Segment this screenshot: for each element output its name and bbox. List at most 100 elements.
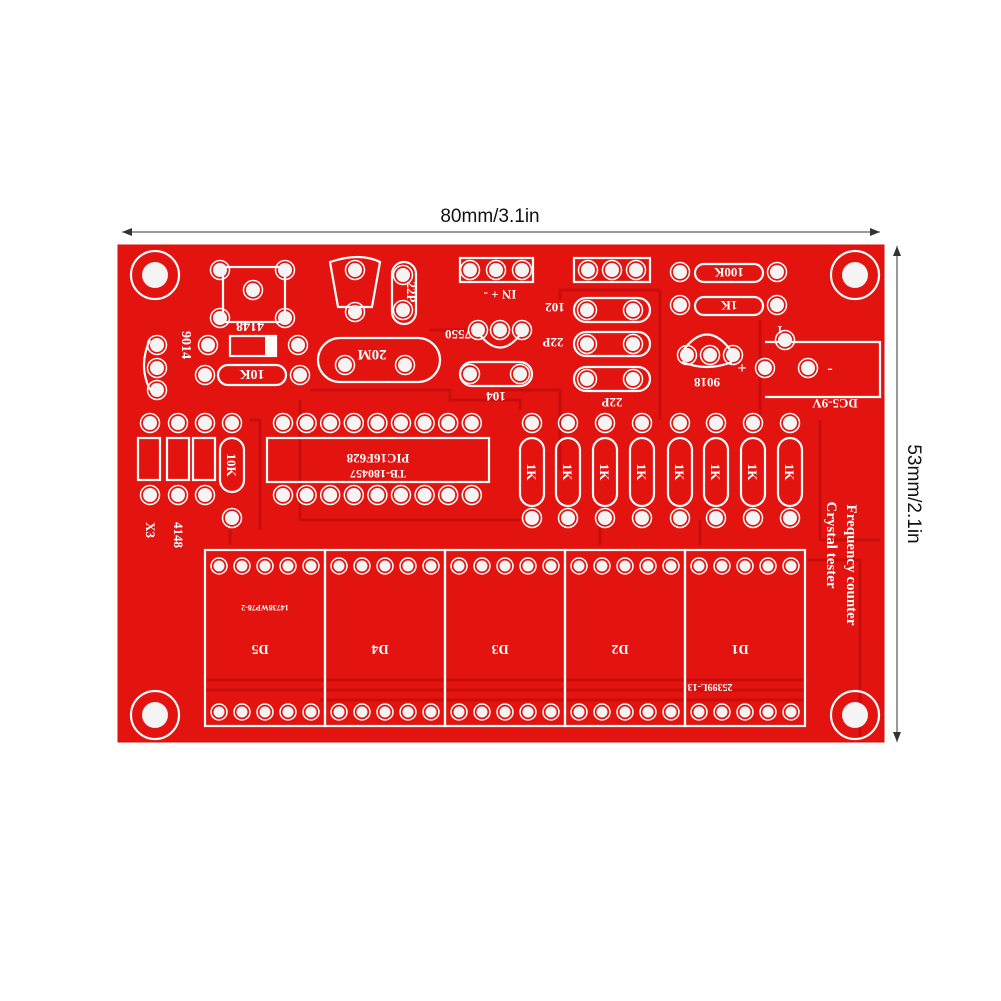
pad bbox=[616, 703, 634, 721]
resistor-outline bbox=[776, 436, 804, 508]
through-hole bbox=[596, 560, 608, 572]
pad bbox=[459, 363, 481, 385]
through-hole bbox=[778, 333, 792, 347]
through-hole bbox=[323, 488, 338, 502]
pad bbox=[521, 507, 543, 529]
cap-22p-b-outline bbox=[572, 365, 652, 393]
through-hole bbox=[417, 416, 432, 430]
pad bbox=[690, 703, 708, 721]
through-hole bbox=[293, 368, 307, 382]
resistor-label: 1K bbox=[745, 464, 760, 482]
pad bbox=[272, 412, 294, 434]
through-hole bbox=[522, 706, 534, 718]
diode-outline bbox=[228, 334, 278, 358]
through-hole bbox=[356, 560, 368, 572]
through-hole bbox=[282, 706, 294, 718]
through-hole bbox=[673, 416, 687, 430]
through-hole bbox=[441, 416, 456, 430]
pad bbox=[742, 507, 764, 529]
label-cap-22p-a: 22P bbox=[542, 335, 563, 350]
pad bbox=[256, 557, 274, 575]
pad bbox=[593, 557, 611, 575]
through-hole bbox=[476, 560, 488, 572]
pad bbox=[797, 357, 819, 379]
label-display-code-left: 14738WP78-2 bbox=[241, 603, 289, 612]
pad bbox=[576, 299, 598, 321]
label-display-code-right: 25399L-13 bbox=[688, 681, 733, 692]
pad bbox=[766, 294, 788, 316]
pad bbox=[242, 279, 264, 301]
through-hole bbox=[348, 263, 362, 277]
ic-outline bbox=[265, 436, 491, 484]
through-hole bbox=[770, 298, 784, 312]
label-power-minus: - bbox=[827, 360, 832, 377]
through-hole bbox=[783, 416, 797, 430]
through-hole bbox=[201, 338, 215, 352]
through-hole bbox=[626, 303, 640, 317]
width-label: 80mm/3.1in bbox=[440, 206, 539, 227]
through-hole bbox=[198, 416, 212, 430]
resistor-outline bbox=[518, 436, 546, 508]
pad bbox=[690, 557, 708, 575]
pad bbox=[146, 334, 168, 356]
through-hole bbox=[635, 416, 649, 430]
pad bbox=[319, 484, 341, 506]
through-hole bbox=[213, 263, 227, 277]
pad bbox=[736, 557, 754, 575]
through-hole bbox=[379, 560, 391, 572]
pad bbox=[625, 259, 647, 281]
through-hole bbox=[693, 560, 705, 572]
pad bbox=[601, 259, 623, 281]
through-hole bbox=[425, 706, 437, 718]
pad bbox=[766, 261, 788, 283]
pad bbox=[722, 344, 744, 366]
label-cap-22p: 22P bbox=[404, 282, 419, 303]
pad bbox=[511, 319, 533, 341]
pad bbox=[557, 507, 579, 529]
pad bbox=[713, 557, 731, 575]
pad bbox=[146, 379, 168, 401]
through-hole bbox=[425, 560, 437, 572]
pad bbox=[485, 259, 507, 281]
through-hole bbox=[561, 511, 575, 525]
pad bbox=[542, 703, 560, 721]
pad bbox=[519, 703, 537, 721]
through-hole bbox=[673, 298, 687, 312]
mounting-hole bbox=[129, 249, 181, 301]
through-hole bbox=[259, 706, 271, 718]
through-hole bbox=[305, 560, 317, 572]
through-hole bbox=[665, 706, 677, 718]
pad bbox=[353, 703, 371, 721]
pad bbox=[459, 259, 481, 281]
through-hole bbox=[762, 560, 774, 572]
pad bbox=[274, 307, 296, 329]
pad bbox=[705, 507, 727, 529]
through-hole bbox=[545, 560, 557, 572]
pad bbox=[394, 354, 416, 376]
pad bbox=[594, 507, 616, 529]
pad bbox=[437, 412, 459, 434]
through-hole bbox=[515, 323, 529, 337]
through-hole bbox=[225, 511, 239, 525]
resistor-100k-outline bbox=[693, 262, 765, 284]
pad bbox=[422, 557, 440, 575]
pad bbox=[782, 557, 800, 575]
diode-outline bbox=[136, 436, 162, 482]
through-hole bbox=[198, 368, 212, 382]
display-label: D5 bbox=[251, 641, 268, 656]
pad bbox=[302, 557, 320, 575]
through-hole bbox=[396, 303, 410, 317]
through-hole bbox=[629, 263, 643, 277]
display-label: D3 bbox=[491, 641, 508, 656]
through-hole bbox=[150, 361, 164, 375]
pad bbox=[774, 329, 796, 351]
through-hole bbox=[580, 372, 594, 386]
pad bbox=[576, 368, 598, 390]
through-hole bbox=[213, 706, 225, 718]
label-transistor-9014: 9014 bbox=[178, 331, 193, 359]
label-crystal-slot: X3 bbox=[143, 522, 158, 538]
pad bbox=[344, 301, 366, 323]
resistor-outline bbox=[591, 436, 619, 508]
through-hole bbox=[626, 337, 640, 351]
